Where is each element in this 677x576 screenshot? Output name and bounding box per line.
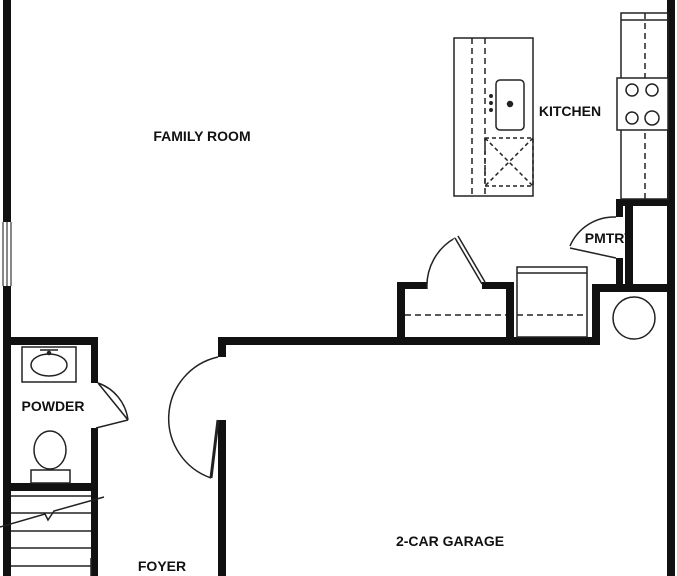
garage-left-wall-upper [218, 337, 226, 357]
water-heater-icon [612, 296, 656, 340]
label-powder: POWDER [22, 398, 85, 414]
label-garage: 2-CAR GARAGE [396, 533, 504, 549]
powder-fixtures [21, 346, 77, 484]
stair-right-wall [91, 491, 98, 576]
powder-top-wall [3, 337, 98, 345]
range-cooktop-icon [616, 77, 669, 131]
garage-step-top-wall [592, 284, 675, 292]
pantry-top-wall [616, 199, 675, 206]
toilet-icon [33, 430, 67, 470]
pantry-left-wall [616, 199, 623, 217]
window-left [2, 222, 12, 286]
left-exterior-wall-upper [3, 0, 11, 222]
label-kitchen: KITCHEN [539, 103, 601, 119]
closet-top-wall-right [482, 282, 513, 289]
powder-right-wall-lower [91, 428, 98, 490]
stair-break-line [0, 496, 105, 528]
label-foyer: FOYER [138, 558, 186, 574]
label-pantry: PMTRY [585, 230, 634, 246]
left-exterior-wall-lower [3, 286, 11, 576]
dishwasher-icon [484, 137, 534, 187]
garage-step-wall [592, 284, 600, 345]
garage-top-wall [218, 337, 599, 345]
vanity-sink-icon [21, 346, 77, 383]
closet-fixtures [405, 266, 656, 340]
stairs [0, 495, 105, 576]
closet-left-wall [397, 282, 405, 345]
label-family-room: FAMILY ROOM [153, 128, 250, 144]
garage-left-wall-lower [218, 420, 226, 576]
kitchen-counter [616, 12, 669, 200]
powder-right-wall-upper [91, 337, 98, 383]
kitchen-sink-icon [495, 79, 525, 131]
pantry-left-wall-lower [616, 258, 623, 284]
doors [95, 216, 617, 479]
powder-bottom-wall [3, 483, 98, 491]
kitchen-island [453, 37, 534, 197]
walls [3, 0, 675, 576]
washer-dryer-box [516, 266, 588, 338]
closet-top-wall-left [397, 282, 427, 289]
pantry-top-stub [625, 199, 633, 284]
closet-right-wall [506, 282, 514, 345]
